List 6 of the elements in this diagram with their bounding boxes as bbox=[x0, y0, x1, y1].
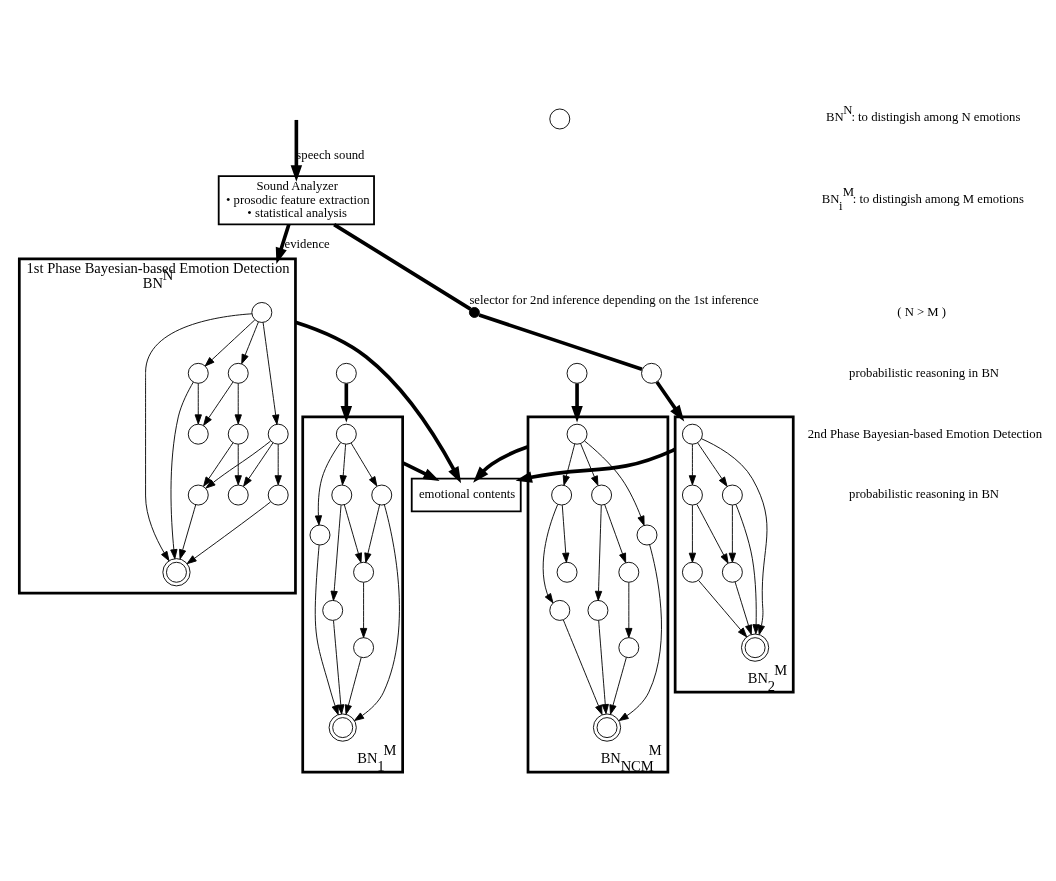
label: 2nd Phase Bayesian-based Emotion Detection bbox=[807, 426, 1043, 441]
label: ( N > M ) bbox=[897, 304, 947, 319]
edge-label: evidence bbox=[284, 236, 330, 251]
label: probabilistic reasoning in BN bbox=[849, 365, 1000, 380]
node-label: selector for 2nd inference depending on the 1st inference bbox=[469, 292, 759, 307]
label: probabilistic reasoning in BN bbox=[849, 486, 1000, 501]
